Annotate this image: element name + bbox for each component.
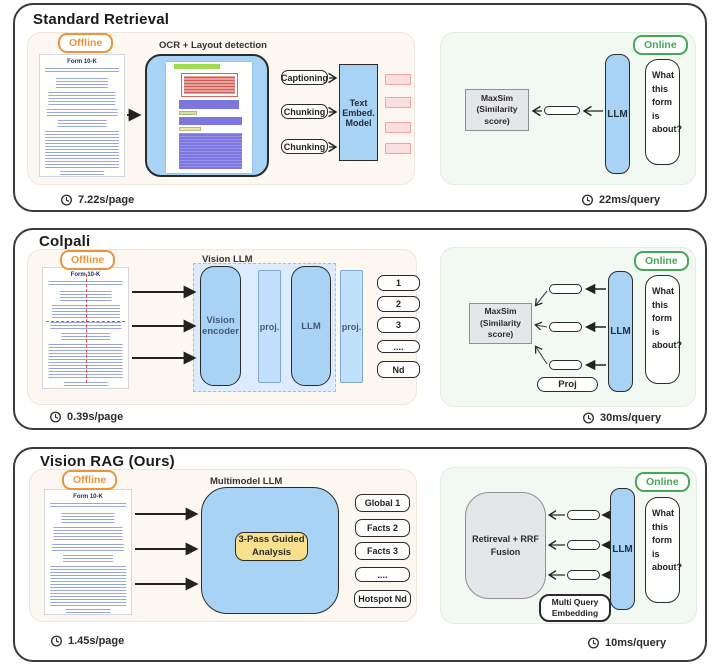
document-title: Form 10-K <box>67 59 97 65</box>
text-embed-model-box: Text Embed. Model <box>339 64 378 161</box>
panel-colpali: Colpali Offline Online Form 10-K Vision … <box>13 228 707 430</box>
online-badge: Online <box>635 472 690 492</box>
online-badge: Online <box>634 251 689 271</box>
query-embedding-capsule <box>544 106 580 115</box>
patch-divider-horizontal <box>45 320 126 322</box>
offline-badge: Offline <box>60 250 116 270</box>
llm-bar: LLM <box>605 54 630 174</box>
llm-bar: LLM <box>610 488 635 610</box>
embedding-vector <box>385 122 411 133</box>
chunking-box: Chunking <box>281 139 328 154</box>
query-embedding-capsule <box>549 284 582 294</box>
offline-latency: 7.22s/page <box>60 193 134 206</box>
query-embedding-capsule <box>549 360 582 370</box>
query-embedding-capsule <box>567 510 600 520</box>
table-region <box>181 73 238 97</box>
title-region <box>174 64 220 69</box>
text-region <box>179 117 242 125</box>
document-thumbnail: Form 10-K <box>44 489 132 615</box>
multi-query-embedding-box: Multi Query Embedding <box>539 594 611 622</box>
clock-icon <box>583 412 594 424</box>
clock-icon <box>582 194 593 206</box>
patch-embedding-1: 1 <box>377 275 420 291</box>
patch-embedding-3: 3 <box>377 317 420 333</box>
panel-title: Standard Retrieval <box>33 11 170 28</box>
heading-region <box>179 127 201 131</box>
text-region <box>179 100 239 109</box>
offline-badge: Offline <box>62 470 118 490</box>
document-thumbnail: Form 10-K <box>39 54 125 177</box>
text-region <box>179 133 242 169</box>
patch-embedding-nd: Nd <box>377 361 420 378</box>
query-embedding-capsule <box>567 570 600 580</box>
llm-bar: LLM <box>608 271 633 392</box>
query-box: What this form is about? <box>645 59 682 165</box>
online-badge: Online <box>633 35 688 55</box>
offline-latency: 1.45s/page <box>50 634 124 647</box>
output-facts-2: Facts 2 <box>355 519 410 537</box>
vision-llm-label: Vision LLM <box>202 254 253 265</box>
llm-block: LLM <box>291 266 331 386</box>
heading-region <box>179 111 197 115</box>
clock-icon <box>588 637 599 649</box>
proj-block: proj. <box>340 270 363 383</box>
patch-divider-vertical <box>85 274 87 384</box>
patch-embedding-2: 2 <box>377 296 420 312</box>
maxsim-box: MaxSim (Similarity score) <box>465 89 529 131</box>
online-latency: 22ms/query <box>581 193 660 206</box>
online-latency: 30ms/query <box>582 411 661 424</box>
output-hotspot-nd: Hotspot Nd <box>354 590 411 608</box>
proj-block: proj. <box>258 270 281 383</box>
query-box: What this form is about? <box>645 497 682 603</box>
document-thumbnail: Form 10-K <box>42 267 129 389</box>
panel-title: Vision RAG (Ours) <box>40 453 175 470</box>
offline-latency: 0.39s/page <box>49 410 123 423</box>
captioning-box: Captioning <box>281 70 328 85</box>
ocr-layout-box <box>145 54 269 177</box>
clock-icon <box>61 194 72 206</box>
output-global: Global 1 <box>355 494 410 512</box>
output-ellipsis: .... <box>355 567 410 582</box>
clock-icon <box>50 411 61 423</box>
query-embedding-capsule <box>549 322 582 332</box>
document-title: Form 10-K <box>70 272 101 278</box>
detected-page <box>166 62 252 173</box>
three-pass-guided-analysis-box: 3-Pass Guided Analysis <box>235 532 308 561</box>
multimodel-llm-label: Multimodel LLM <box>210 476 283 487</box>
offline-badge: Offline <box>58 33 114 53</box>
document-title: Form 10-K <box>73 494 103 500</box>
proj-box: Proj <box>537 377 598 392</box>
query-box: What this form is about? <box>645 275 682 384</box>
output-facts-3: Facts 3 <box>355 542 410 560</box>
embedding-vector <box>385 97 411 108</box>
query-embedding-capsule <box>567 540 600 550</box>
embedding-vector <box>385 74 411 85</box>
panel-vision-rag: Vision RAG (Ours) Offline Online Form 10… <box>13 447 707 662</box>
patch-embedding-ellipsis: .... <box>377 340 420 353</box>
retrieval-rrf-fusion-box: Retireval + RRF Fusion <box>465 492 546 599</box>
panel-standard-retrieval: Standard Retrieval Offline Online Form 1… <box>13 3 707 212</box>
vision-encoder-block: Vision encoder <box>200 266 241 386</box>
panel-title: Colpali <box>39 233 91 250</box>
embedding-vector <box>385 143 411 154</box>
ocr-label: OCR + Layout detection <box>159 40 267 51</box>
online-latency: 10ms/query <box>587 636 666 649</box>
maxsim-box: MaxSim (Similarity score) <box>469 303 532 344</box>
chunking-box: Chunking <box>281 104 328 119</box>
clock-icon <box>51 635 62 647</box>
